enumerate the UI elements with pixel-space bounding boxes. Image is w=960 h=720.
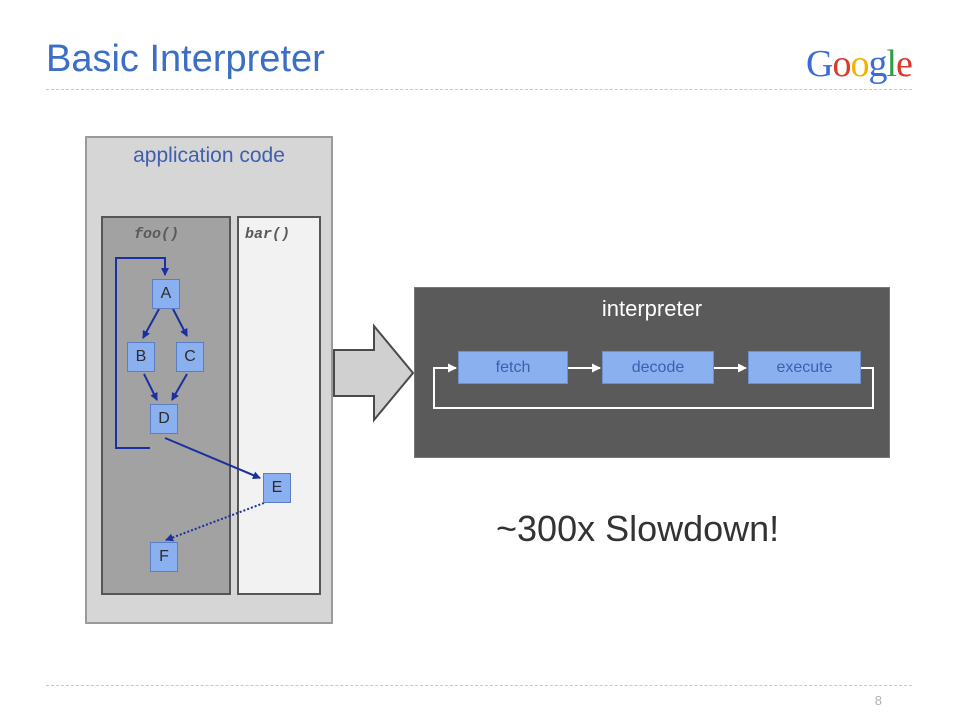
page-number: 8 bbox=[874, 693, 882, 708]
application-code-label: application code bbox=[133, 144, 285, 167]
slowdown-note: ~300x Slowdown! bbox=[496, 508, 780, 549]
logo-letter: G bbox=[806, 43, 833, 85]
big-transfer-arrow bbox=[333, 323, 415, 423]
stage-decode: decode bbox=[602, 351, 714, 384]
bar-function-column bbox=[237, 216, 321, 595]
edge-d-loop-to-a bbox=[115, 257, 169, 449]
block-e: E bbox=[263, 473, 291, 503]
edge-a-to-b bbox=[142, 308, 160, 339]
block-c: C bbox=[176, 342, 204, 372]
logo-letter: o bbox=[832, 43, 851, 85]
interpreter-loop-line bbox=[433, 363, 874, 409]
block-d: D bbox=[150, 404, 178, 434]
google-logo: Google bbox=[806, 42, 913, 86]
slide-title: Basic Interpreter bbox=[46, 38, 325, 80]
header-divider bbox=[46, 89, 912, 90]
logo-letter: e bbox=[896, 43, 913, 85]
edge-d-to-e bbox=[164, 437, 261, 479]
edge-a-to-c bbox=[172, 308, 188, 337]
bar-label: bar() bbox=[245, 226, 291, 243]
logo-letter: g bbox=[868, 43, 887, 85]
interpreter-label: interpreter bbox=[601, 296, 703, 321]
block-a: A bbox=[152, 279, 180, 309]
edge-e-to-f bbox=[165, 502, 265, 542]
stage-fetch: fetch bbox=[458, 351, 568, 384]
footer-divider bbox=[46, 685, 912, 686]
block-f: F bbox=[150, 542, 178, 572]
logo-letter: o bbox=[850, 43, 869, 85]
logo-letter: l bbox=[886, 43, 897, 85]
stage-execute: execute bbox=[748, 351, 861, 384]
block-b: B bbox=[127, 342, 155, 372]
foo-label: foo() bbox=[134, 226, 180, 243]
edge-c-to-d bbox=[171, 373, 188, 401]
edge-b-to-d bbox=[143, 373, 158, 401]
